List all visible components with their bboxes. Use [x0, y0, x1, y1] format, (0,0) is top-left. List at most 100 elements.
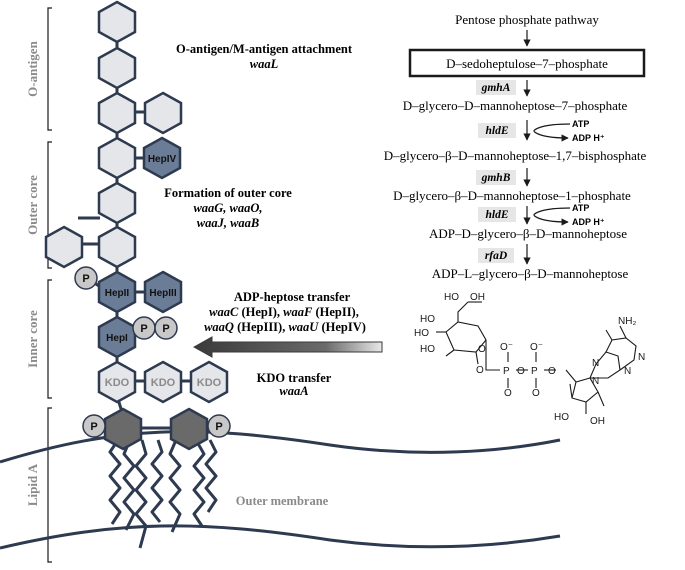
o-antigen-sugar — [97, 91, 137, 135]
phosphate-circle — [207, 414, 231, 438]
adp-heptose-structure — [436, 301, 637, 414]
side-brackets — [47, 7, 52, 563]
structure-o: O — [532, 388, 540, 399]
structure-nh2: NH₂ — [618, 316, 636, 327]
enzyme-box-hldE-2 — [478, 207, 516, 222]
kdo-transfer-gene: waaA — [279, 384, 308, 398]
structure-o: O — [478, 344, 486, 355]
phosphate-groups — [74, 266, 231, 438]
structure-ho: HO — [420, 344, 435, 355]
outer-core-sugar — [44, 225, 84, 269]
phosphate-label: P — [82, 273, 89, 285]
phosphate-label: P — [162, 323, 169, 335]
structure-ho: HO — [420, 314, 435, 325]
structure-o-minus: O⁻ — [500, 342, 513, 353]
kdo-residues — [97, 360, 229, 404]
adp-heptose-line-2: waaQ (HepIII), waaU (HepIV) — [204, 320, 366, 334]
enzyme-gmhA: gmhA — [481, 82, 511, 94]
structure-oh: OH — [470, 292, 485, 303]
product-4: ADP–D–glycero–β–D–mannoheptose — [429, 226, 627, 241]
hep-iv-residue — [142, 136, 182, 180]
phosphate-label: P — [140, 323, 147, 335]
structure-o: O — [517, 366, 525, 377]
enzyme-hldE: hldE — [485, 125, 508, 137]
kdo-label-1: KDO — [105, 377, 130, 389]
adp-heptose-line-1: waaC (HepI), waaF (HepII), — [209, 305, 359, 319]
structure-p: P — [503, 366, 510, 377]
structure-p: P — [531, 366, 538, 377]
phosphate-circle — [74, 266, 98, 290]
outer-core-sugar — [97, 181, 137, 225]
structure-ho: HO — [414, 328, 429, 339]
sedoheptulose-label: D–sedoheptulose–7–phosphate — [446, 56, 608, 71]
structure-n: N — [638, 352, 645, 363]
enzyme-hldE-2: hldE — [485, 209, 508, 221]
structure-ho: HO — [444, 292, 459, 303]
structure-o: O — [504, 388, 512, 399]
atp-label: ATP — [572, 203, 589, 213]
product-1: D–glycero–D–mannoheptose–7–phosphate — [403, 98, 628, 113]
sedoheptulose-box — [408, 48, 646, 78]
label-lipid-a: Lipid A — [25, 463, 40, 506]
o-antigen-chain — [97, 0, 183, 135]
enzyme-box-rfaD — [478, 248, 514, 263]
label-o-antigen: O-antigen — [25, 40, 40, 96]
hep-ii-label: HepII — [105, 288, 130, 299]
product-3: D–glycero–β–D–mannoheptose–1–phosphate — [393, 188, 631, 203]
structure-o: O — [476, 365, 484, 376]
product-5: ADP–L–glycero–β–D–mannoheptose — [432, 266, 629, 281]
enzyme-box-gmhA — [476, 80, 516, 95]
outer-core-genes-2: waaJ, waaB — [197, 216, 260, 230]
enzyme-rfaD: rfaD — [485, 250, 508, 262]
enzyme-box-hldE — [478, 123, 516, 138]
o-antigen-sugar — [97, 46, 137, 90]
structure-n: N — [624, 366, 631, 377]
adp-heptose-title: ADP-heptose transfer — [234, 290, 351, 304]
adp-label: ADP H⁺ — [572, 133, 605, 143]
structure-oh: OH — [590, 416, 605, 427]
label-inner-core: Inner core — [25, 310, 40, 368]
enzyme-gmhB: gmhB — [481, 172, 511, 184]
product-2: D–glycero–β–D–mannoheptose–1,7–bisphosph… — [384, 148, 647, 163]
structure-ho: HO — [554, 412, 569, 423]
membrane-top — [0, 430, 561, 464]
adp-heptose-transfer-arrow — [192, 336, 383, 358]
outer-membrane-label: Outer membrane — [236, 494, 329, 508]
phosphate-label: P — [215, 421, 222, 433]
adp-label: ADP H⁺ — [572, 217, 605, 227]
lipid-chains — [108, 439, 218, 549]
o-antigen-title: O-antigen/M-antigen attachment — [176, 42, 353, 56]
outer-core-sugar — [97, 136, 137, 180]
kdo-label-3: KDO — [197, 377, 222, 389]
pathway-start: Pentose phosphate pathway — [455, 12, 599, 27]
hep-iv-label: HepIV — [148, 154, 177, 165]
phosphate-circle — [82, 414, 106, 438]
structure-o-minus: O⁻ — [530, 342, 543, 353]
phosphate-label: P — [90, 421, 97, 433]
outer-core-sugar — [97, 225, 137, 269]
structure-o: O — [548, 366, 556, 377]
atp-label: ATP — [572, 119, 589, 129]
membrane-bottom — [0, 524, 561, 550]
outer-core-chain — [44, 136, 137, 269]
hep-iii-label: HepIII — [149, 288, 176, 299]
phosphate-circle — [154, 316, 178, 340]
kdo-transfer-title: KDO transfer — [257, 371, 332, 385]
o-antigen-gene: waaL — [250, 57, 279, 71]
hep-i-label: HepI — [106, 333, 128, 344]
outer-core-genes-1: waaG, waaO, — [193, 201, 262, 215]
structure-n: N — [592, 358, 599, 369]
o-antigen-sugar — [143, 91, 183, 135]
kdo-label-2: KDO — [151, 377, 176, 389]
lipid-a-glucosamine-2 — [169, 407, 209, 451]
atp-curve — [533, 207, 571, 226]
atp-curve — [533, 123, 571, 142]
hep-ii-residue — [97, 270, 137, 314]
o-antigen-sugar — [97, 0, 137, 44]
lipid-a-glucosamine-1 — [103, 407, 143, 451]
structure-n: N — [592, 376, 599, 387]
glycan-bonds — [64, 18, 208, 430]
label-outer-core: Outer core — [25, 175, 40, 235]
hep-iii-residue — [143, 270, 183, 314]
